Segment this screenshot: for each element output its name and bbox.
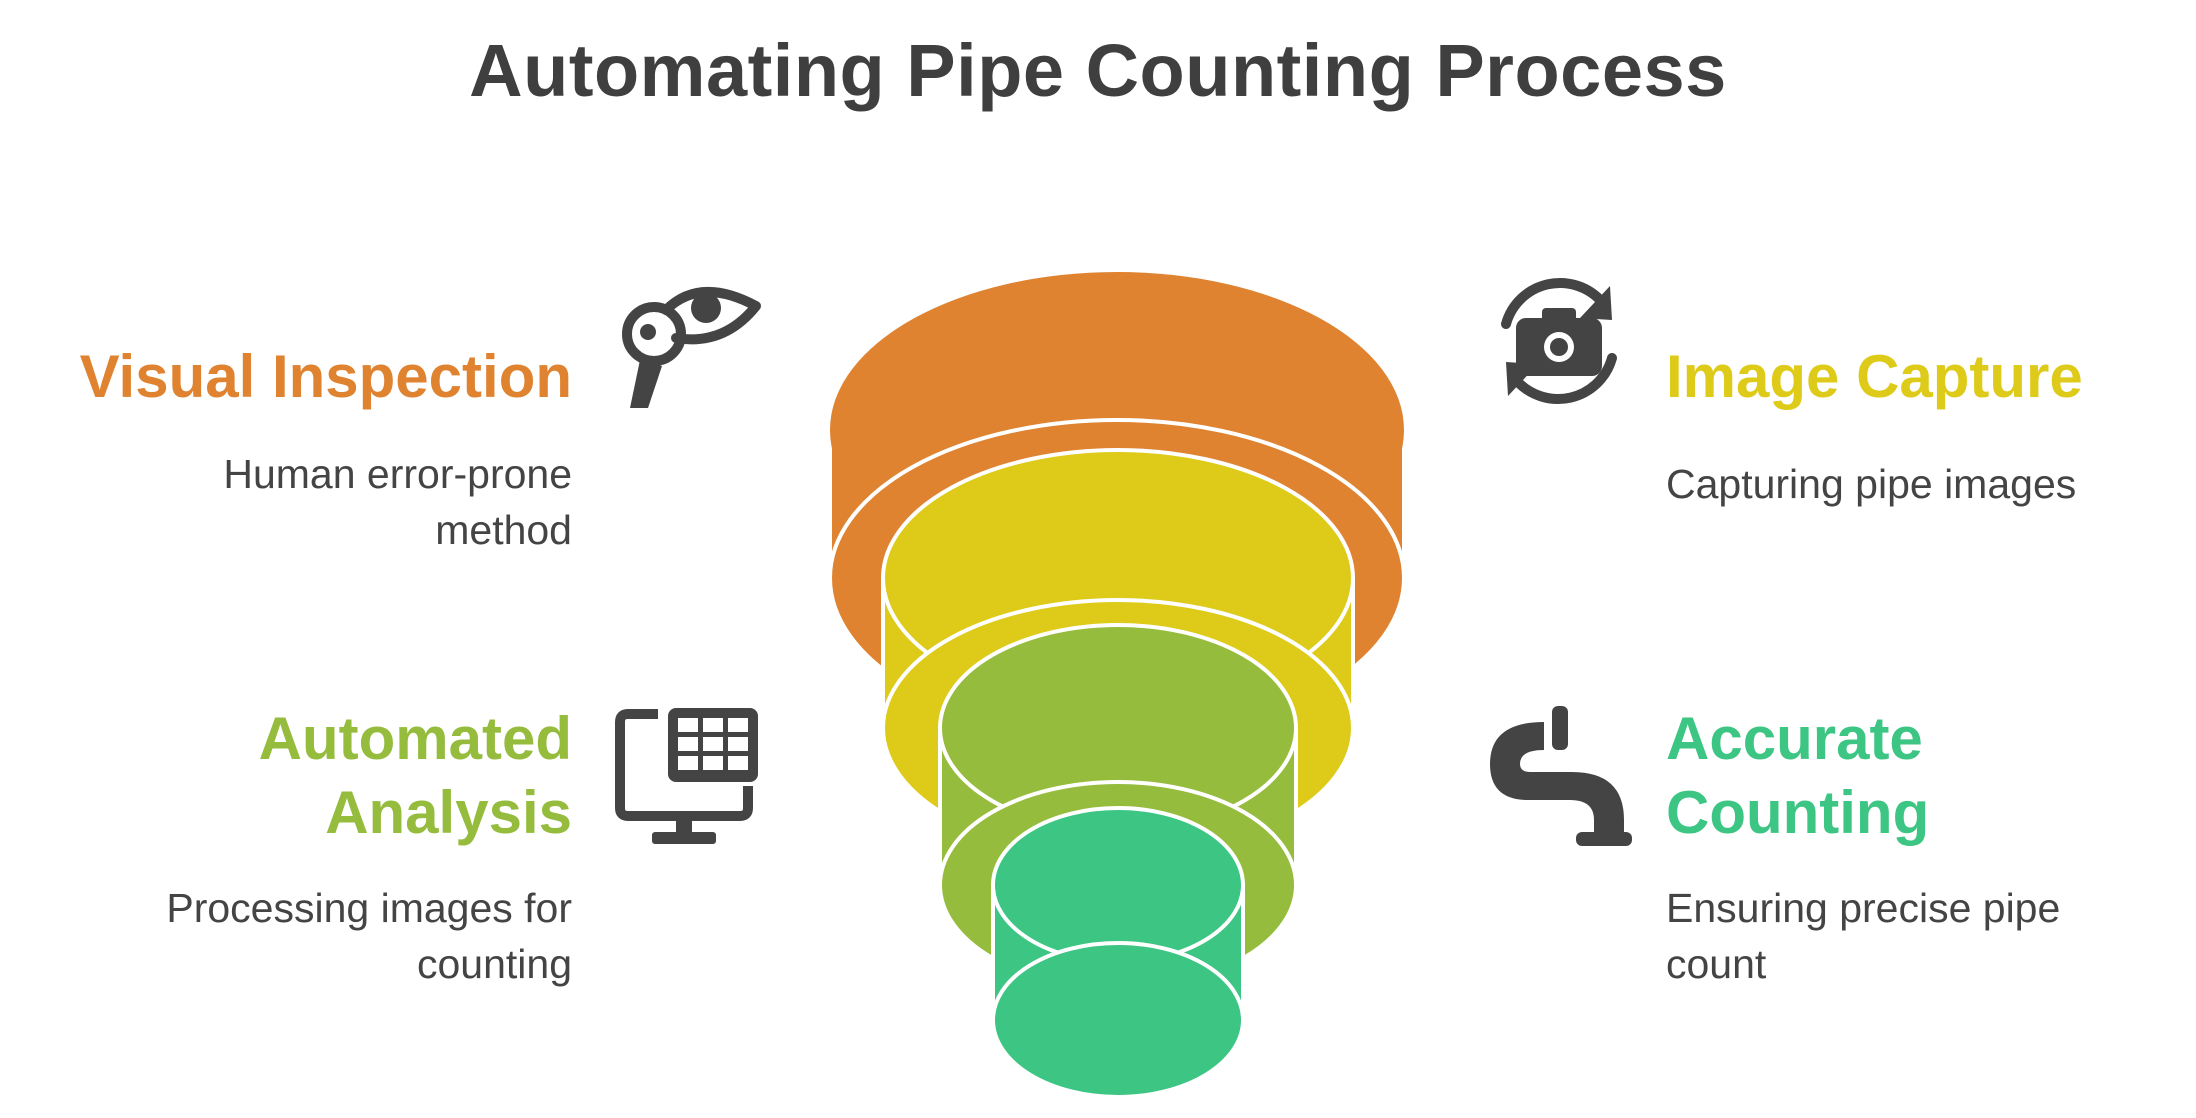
step-heading: Accurate Counting [1666, 705, 1930, 846]
faucet-pipe-icon [1490, 706, 1632, 846]
camera-rotate-icon [1501, 277, 1617, 405]
step-description: Human error-prone method [223, 451, 572, 553]
step-description: Ensuring precise pipe count [1666, 885, 2061, 987]
monitor-grid-icon [615, 708, 758, 844]
step-heading: Visual Inspection [79, 343, 572, 410]
step-heading: Image Capture [1666, 343, 2083, 410]
step-description: Processing images for counting [166, 885, 572, 987]
step-description: Capturing pipe images [1666, 461, 2077, 507]
eye-with-magnifier-icon [622, 286, 761, 408]
step-heading: Automated Analysis [258, 705, 572, 846]
funnel-layer-accurate-counting [991, 806, 1245, 1100]
page-title: Automating Pipe Counting Process [469, 29, 1727, 112]
